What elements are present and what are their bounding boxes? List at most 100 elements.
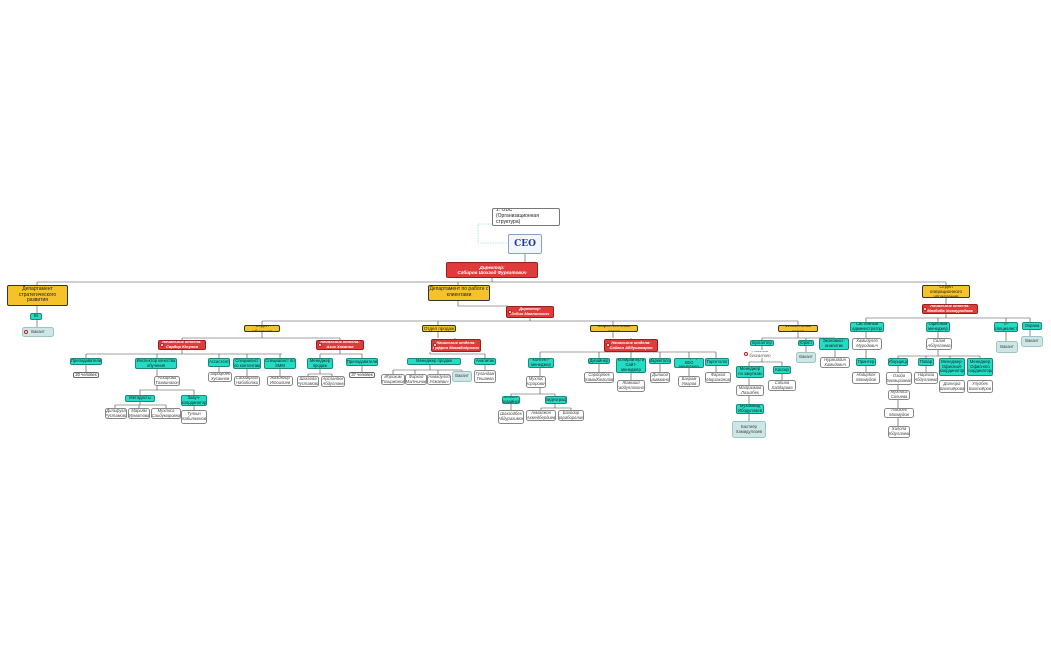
ops-it-vacant[interactable]: Вакант [996,341,1018,353]
ops-extra-person-1[interactable]: Мухлиса Салиева [888,390,910,400]
mkt-content-manager[interactable]: Контент-менеджер [528,358,554,368]
ops-guard-vacant[interactable]: Вакант [1021,336,1043,347]
dept-finance[interactable]: Финансовый отдел [778,325,818,332]
ops-cleaner[interactable]: Уборщица [888,358,908,366]
mkt-designer[interactable]: Дизайнер [588,358,610,364]
mkt-videographer[interactable]: Видеограф [545,396,567,404]
training-teachers-1[interactable]: Преподаватели [70,358,102,365]
mkt-seo[interactable]: SMM (ТГ) / SEO менеджер [674,358,704,368]
fin-purchase[interactable]: Менеджер по закупкам [736,366,764,378]
sales-mgr-person-2[interactable]: Арсланбек Абдуллаев [321,376,345,387]
sales-person-3[interactable]: Ахмадулло Улжаевич [427,374,451,385]
fin-chief-label: Главный бухгалтер [749,351,771,357]
training-head-2[interactable]: Начальник отдела: Азиз Хасанов [316,340,364,350]
sales-person-4[interactable]: Гуландам Тешаева [474,370,496,383]
sales-manager[interactable]: Менеджер продаж [407,358,461,365]
bi-node[interactable]: BI [30,313,42,320]
ops-admin-2[interactable]: Менеджер Офисного координатора [967,358,993,376]
training-alert-icon [160,343,164,347]
director-node[interactable]: Директор: Сабиров Шохзод Фуркатович [446,262,538,278]
methodist-person-3[interactable]: Мухлиса Саидумаровна [151,408,181,419]
mkt-mobile-designer[interactable]: Мобил-дизайнер [502,396,520,404]
ceo-node[interactable]: CEO [508,234,542,254]
fin-ghost-last[interactable]: Бахтиёр Хамидуллаев [732,421,766,438]
mkt-video-person-1[interactable]: Акмалжон Ахмедбердиев [526,410,556,421]
training-inspector[interactable]: Инспектор качества обучения [135,358,177,369]
smm-person[interactable]: Жахонгир Итоилиев [267,376,293,386]
client-director-node[interactable]: Директор: Лобил Мавлонович [506,306,554,318]
ops-admin-2-person[interactable]: Улугбек Бахтиёров [967,380,993,393]
fin-purchase-person[interactable]: Мадраимов Лазизбек [736,385,764,396]
structure-note[interactable]: 1. ОБС (Организационная структура) [492,208,560,226]
mkt-copywriter[interactable]: Копирайтер и Сайт-менеджер [616,358,646,373]
ops-guard[interactable]: Охрана [1022,322,1042,330]
ops-it[interactable]: IT-специалист [994,322,1018,332]
fin-lawyer-vacant[interactable]: Вакант [796,352,816,363]
ops-office-person[interactable]: Салия Абдуллаева [926,338,952,350]
head-teacher-node[interactable]: Завуч-координатор [181,395,207,406]
marketing-head[interactable]: Начальник отдела: Сайгон Абдушакаров [604,339,658,352]
fin-economist-person[interactable]: Нурмиддин Хамидович [820,357,850,368]
mkt-video-person-2[interactable]: Баходир Шараборалиев [558,410,584,421]
sales-alert-icon [433,343,437,347]
ops-cook[interactable]: Повар [918,358,934,366]
ops-cook-person[interactable]: Наргиза Абдуллаева [914,372,938,384]
mkt-designer-person[interactable]: Сардорбек Хамидбеголов [584,372,614,383]
training-smm[interactable]: Специалист по SMM [264,358,296,369]
ops-admin-1[interactable]: Менеджер-Офисный-координатор [939,358,965,376]
mkt-copy-person[interactable]: Жамшид Сайдуллахонов [617,380,645,392]
ops-office-manager[interactable]: Офисный менеджер [926,322,950,332]
training-head-1[interactable]: Начальник отдела: Сардор Юсупов [158,340,206,350]
dept-client[interactable]: Департамент по работе с клиентами [428,285,490,301]
sales-person-2[interactable]: Фарход Матчинов [405,374,427,385]
sales-head[interactable]: Начальник отдела: Гуфрон Мамадиёрович [431,339,481,352]
methodist-person-2[interactable]: Марьям Ирматова [128,408,150,419]
fin-cashier[interactable]: Кассир [773,366,791,374]
sales-analyst[interactable]: Аналитик [474,358,496,365]
ops-extra-person-2[interactable]: Азизбек Махмудов [884,408,914,418]
dept-operations[interactable]: Отдел операционного управления [922,285,970,298]
dept-marketing[interactable]: Маркетинговый отдел [590,325,638,332]
dept-training[interactable]: Отдел обучения [244,325,280,332]
ops-extra-person-3[interactable]: Хилола Абдуллаева [888,426,910,438]
ops-head[interactable]: Начальник отдела: Махбоба Холмуродова [922,304,978,314]
training-sales-mgr[interactable]: Менеджер продаж [307,358,333,369]
fin-lawyer[interactable]: Юрист [798,340,814,346]
fin-cashier-person[interactable]: Сабина Хайдарова [768,380,796,391]
strat-vacant[interactable]: Вакант [22,327,54,337]
mkt-mobile-person[interactable]: Шахзодбек Абдурахимов [498,410,524,424]
sales-person-1[interactable]: Иброхим Тохиржонов [381,374,405,385]
inspector-person[interactable]: Аскарова Тахминахон [154,376,180,386]
training-content[interactable]: Специалист по контентам [233,358,261,369]
fin-chief-node[interactable]: Мухаммад Ибодуллаев [736,404,764,414]
mkt-marketer[interactable]: Маркетолог [649,358,671,364]
ops-sysadmin[interactable]: Системный администратор [850,322,884,332]
sales-vacant[interactable]: Вакант [452,371,472,382]
mkt-seo-person[interactable]: Бахрам Умаров [678,376,700,387]
fin-economist[interactable]: Экономист-аналитик [819,338,849,350]
ops-printer-person[interactable]: Нодирбек Махмудов [852,372,880,384]
mkt-marketer-person[interactable]: Дилшод Алимжанов [650,372,670,383]
strat-vacant-label: Вакант [31,328,45,334]
head-teacher-person[interactable]: Тулкин Кабилжонов [181,410,207,424]
ops-sysadmin-person[interactable]: Хамидулло Муродович [852,338,882,350]
ops-admin-1-person[interactable]: Дилнора Бахтиёрова [939,380,965,393]
methodist-person-1[interactable]: Дильфуза Рустамова [105,408,127,419]
dept-strategic[interactable]: Департамент стратегического развития [7,285,68,306]
mkt-cm-person[interactable]: Мухлис Асрорович [526,376,546,388]
ops-cleaner-person[interactable]: Озода Бекмирзаева [886,372,912,385]
teachers-count-1: 20 человек [73,372,99,378]
training2-alert-icon [318,343,322,347]
training-teachers-2[interactable]: Преподаватели [346,358,378,366]
training-assistant[interactable]: Ассистент [208,358,230,367]
fin-accountant[interactable]: Бухгалтер [750,340,774,346]
content-person[interactable]: Саидафзол Набиболжи [234,376,260,386]
methodists-node[interactable]: Методисты [125,395,155,402]
ops-printer[interactable]: Принтер [856,358,876,366]
sales-mgr-person-1[interactable]: Шахзода Рустамова [297,376,319,387]
mkt-targetologist[interactable]: Таргетолог [705,358,729,366]
assistant-person[interactable]: Зарифбек Хусаинов [208,372,232,382]
dept-sales[interactable]: Отдел продаж [422,325,456,332]
mkt-target-person[interactable]: Фарход Мирзахонов [705,372,731,383]
